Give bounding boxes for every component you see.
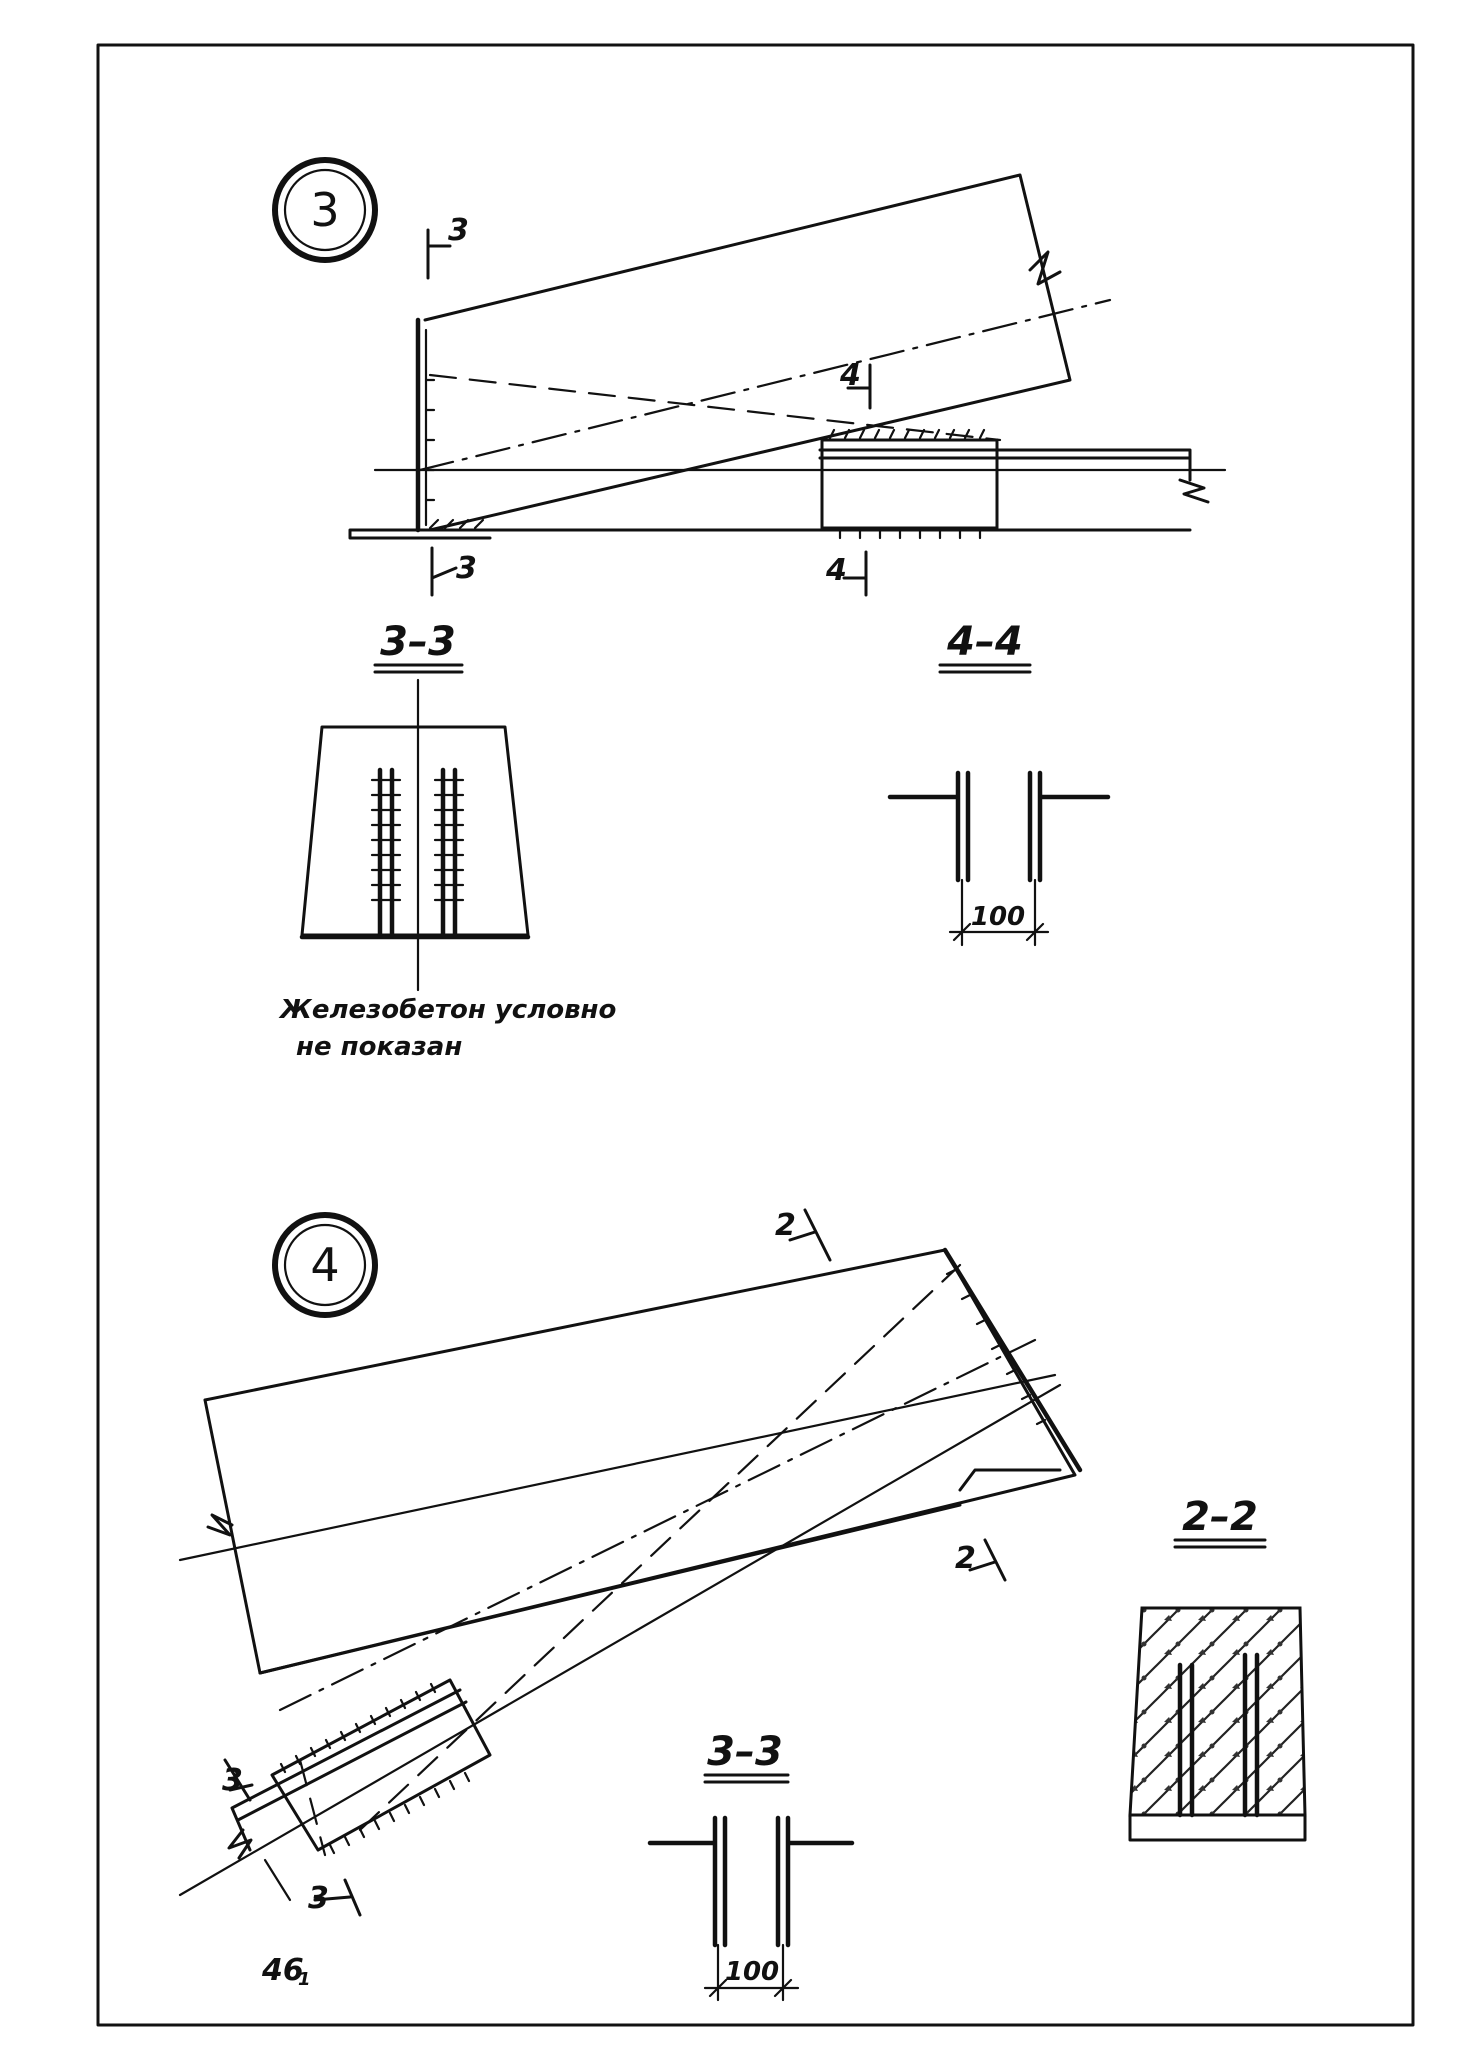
section-4-4-dimension: 100 [971, 902, 1025, 932]
section-mark-3-bottom-4-label: 3 [308, 1881, 329, 1916]
detail-4-number: 4 [310, 1238, 339, 1292]
note-line-2: не показан [296, 1032, 462, 1062]
lower-dim-line [263, 1858, 292, 1902]
section-3-3-upper-outline [300, 725, 530, 937]
section-mark-2-bottom [968, 1538, 1007, 1582]
section-mark-3-bottom-label: 3 [456, 551, 477, 586]
section-2-2-title: 2–2 [1182, 1494, 1258, 1540]
axis-line-4c [178, 1383, 1062, 1897]
section-2-2: 2–2 [1128, 1494, 1307, 1842]
section-4-4-dim-lines [948, 878, 1050, 947]
section-4-4-angle-right [1027, 770, 1111, 883]
section-3-3-lower-angle-right [775, 1815, 855, 1948]
section-2-2-bar-left [1177, 1662, 1195, 1818]
lower-connection-plate [270, 1678, 492, 1852]
section-mark-3-left-label: 3 [222, 1763, 243, 1798]
page-number: 46 [261, 1953, 304, 1988]
section-3-3-upper: 3–3 [299, 619, 531, 992]
end-plate-4 [942, 1247, 1083, 1473]
section-3-3-lower-title: 3–3 [707, 1729, 783, 1775]
section-mark-3-left [223, 1758, 254, 1802]
chord-plate-weld-bottom [838, 528, 982, 540]
section-mark-2-top-label: 2 [775, 1208, 796, 1243]
section-3-3-upper-bar-right [440, 767, 458, 938]
section-3-3-upper-title: 3–3 [380, 619, 456, 665]
lower-rod [230, 1688, 468, 1852]
section-mark-4-top-label: 4 [839, 358, 861, 393]
section-mark-2-bottom-label: 2 [955, 1541, 976, 1576]
section-4-4-angle-left [887, 770, 971, 883]
section-mark-3-top-label: 3 [448, 213, 469, 248]
section-2-2-bar-right [1242, 1652, 1260, 1818]
lower-dashed [298, 1758, 327, 1857]
section-4-4: 4–4 100 [887, 619, 1111, 947]
inclined-member [423, 173, 1072, 532]
detail-4-marker-outer [272, 1212, 378, 1318]
section-3-3-upper-weld-right [433, 778, 465, 902]
section-3-3-lower: 3–3 100 [647, 1729, 855, 2002]
base-plate-weld [428, 518, 485, 530]
inclined-member-4-break [206, 1513, 234, 1537]
section-3-3-lower-angle-left [647, 1815, 728, 1948]
lower-rod-break [227, 1828, 253, 1860]
section-2-2-base [1128, 1813, 1307, 1842]
section-mark-4-top [846, 363, 872, 410]
detail-4: 4 2 2 3 3 [178, 1208, 1083, 1917]
horizontal-chord-break [1178, 478, 1210, 504]
inclined-member-axis [418, 298, 1112, 472]
lower-connection-weld-top [279, 1682, 437, 1774]
horizontal-chord [438, 448, 1192, 532]
section-mark-2-top [788, 1208, 832, 1262]
inclined-member-4-edge [203, 1398, 262, 1675]
section-4-4-underline [938, 663, 1032, 674]
hidden-diagonal-4 [358, 1263, 962, 1832]
section-mark-3-bottom-4 [313, 1878, 362, 1917]
section-3-3-lower-underline [703, 1773, 790, 1784]
vertical-plate-weld-ticks [424, 378, 436, 502]
section-3-3-upper-underline [373, 663, 464, 674]
inclined-member-4-lower [258, 1503, 962, 1675]
inclined-member-break [1028, 250, 1062, 286]
section-3-3-lower-dimension: 100 [725, 1957, 779, 1987]
detail-3-marker-inner [283, 168, 367, 252]
section-3-3-lower-dim-lines [703, 1943, 800, 2002]
end-plate-4-weld [945, 1268, 1047, 1426]
detail-3-marker-outer [272, 157, 378, 263]
detail-4-marker-inner [283, 1223, 367, 1307]
section-mark-3-top [426, 228, 452, 280]
section-mark-4-bottom-label: 4 [825, 553, 847, 588]
section-3-3-upper-bar-left [377, 767, 395, 938]
section-mark-3-bottom [430, 546, 458, 597]
note-line-1: Железобетон условно [278, 995, 616, 1025]
sheet-frame [96, 43, 1415, 2027]
chord-connection-plate [820, 438, 999, 530]
axis-line-4b [278, 1338, 1037, 1712]
lower-connection-weld-bottom [328, 1771, 471, 1855]
section-mark-4-bottom [842, 550, 868, 597]
hidden-diagonal [428, 373, 1002, 442]
axis-line-4a [178, 1373, 1057, 1562]
end-plate-4-notch [958, 1468, 1062, 1492]
detail-3-number: 3 [310, 183, 339, 237]
section-2-2-concrete [1128, 1606, 1307, 1817]
section-2-2-underline [1173, 1538, 1267, 1549]
page-number-sub: 1 [298, 1969, 311, 1990]
chord-plate-weld-top [828, 428, 986, 440]
section-4-4-title: 4–4 [946, 619, 1023, 665]
section-3-3-upper-weld-left [370, 778, 402, 902]
detail-3: 3 3 4 4 3 [272, 157, 1227, 597]
